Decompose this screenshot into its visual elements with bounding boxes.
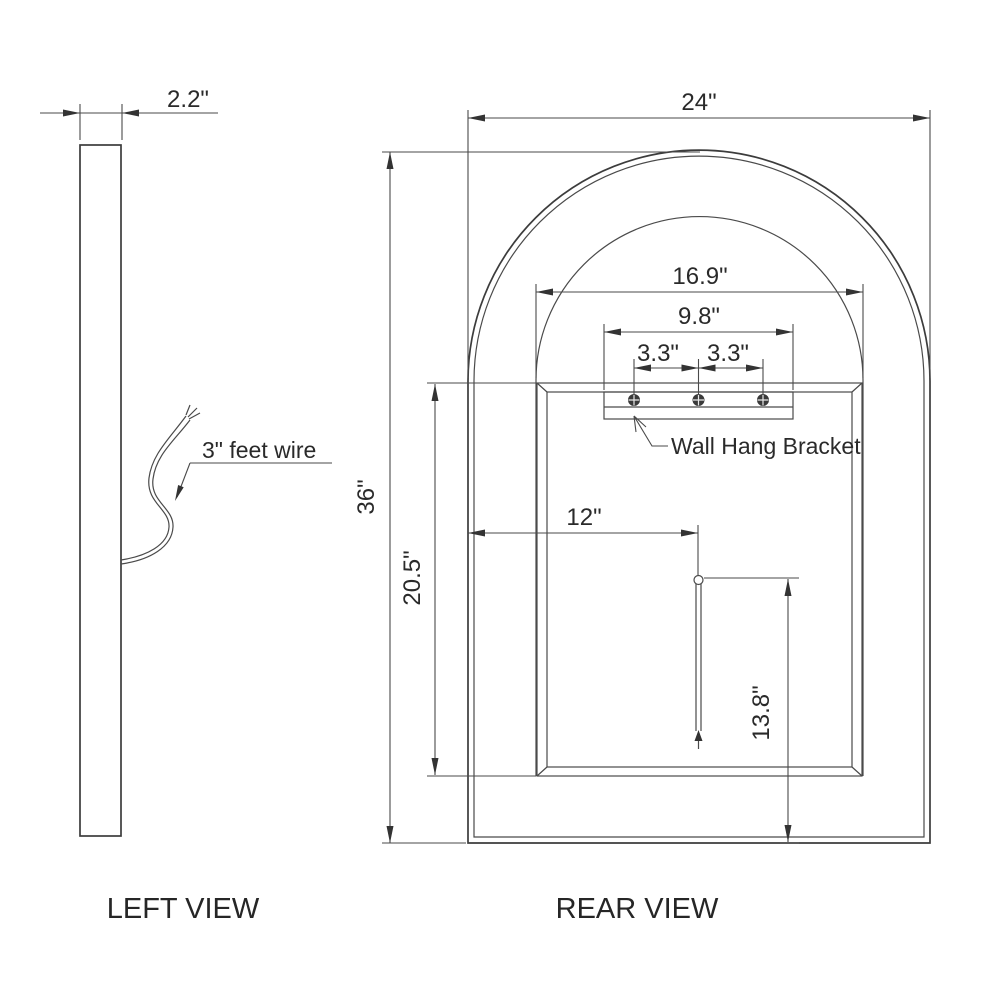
arrowhead-left xyxy=(122,109,139,117)
wire-strand xyxy=(120,419,191,565)
arrowhead-right xyxy=(63,109,80,117)
screw-hole xyxy=(692,394,705,406)
arrowhead-left xyxy=(698,364,716,372)
hanging-wire xyxy=(693,574,704,749)
dim-overall-height: 36" xyxy=(353,151,700,844)
dim-opening-value: 16.9" xyxy=(672,263,727,290)
wire-callout: 3" feet wire xyxy=(175,437,332,501)
mirror-opening-arch xyxy=(535,215,864,776)
wire-fray xyxy=(185,404,201,420)
screw-cross-icon xyxy=(628,394,640,406)
rear-view: Wall Hang Bracket 24" 36" xyxy=(353,89,931,925)
dim-wire-drop: 13.8" xyxy=(704,577,799,844)
leader-open-arrowhead xyxy=(633,415,647,433)
dim-bracket-width: 9.8" xyxy=(603,303,794,390)
dim-opening-width: 16.9" xyxy=(535,263,864,378)
dim-width-value: 24" xyxy=(681,89,716,116)
wall-hang-bracket xyxy=(603,391,794,420)
dim-panel-height: 20.5" xyxy=(399,382,536,777)
dim-thickness-value: 2.2" xyxy=(167,86,209,113)
mirror-side-profile xyxy=(79,144,122,837)
screw-cross-icon xyxy=(757,394,769,406)
leader-arrowhead xyxy=(175,485,184,501)
bracket-callout: Wall Hang Bracket xyxy=(633,415,861,459)
arrowhead-left xyxy=(468,529,485,537)
arrowhead-down xyxy=(386,826,394,843)
screw-hole xyxy=(628,394,640,406)
arrowhead-left xyxy=(536,288,553,296)
bracket-label: Wall Hang Bracket xyxy=(671,433,861,459)
arrowhead-right xyxy=(681,529,698,537)
miter-corners xyxy=(536,382,863,777)
wire-end-tip xyxy=(694,730,703,741)
leader-line xyxy=(633,415,668,447)
dim-panel-value: 20.5" xyxy=(399,550,426,605)
dim-screw-left-value: 3.3" xyxy=(637,340,679,367)
dim-wire-offset-value: 12" xyxy=(566,504,601,531)
frame-inner-edge xyxy=(473,155,925,838)
arrowhead-up xyxy=(386,152,394,169)
arrowhead-right xyxy=(846,288,863,296)
arrowhead-left xyxy=(634,364,651,372)
panel-outer xyxy=(536,382,863,777)
dim-wire-offset: 12" xyxy=(468,504,699,575)
arrowhead-right xyxy=(776,328,793,336)
arrowhead-down xyxy=(431,758,439,775)
dim-thickness: 2.2" xyxy=(40,86,218,140)
dim-wire-drop-value: 13.8" xyxy=(748,685,775,740)
wire-strand xyxy=(120,415,187,561)
arrowhead-right xyxy=(913,114,930,122)
screw-hole xyxy=(757,394,769,406)
rear-view-label: REAR VIEW xyxy=(556,893,719,925)
arrowhead-down xyxy=(784,825,792,842)
wire-top-loop xyxy=(693,574,704,586)
left-view-label: LEFT VIEW xyxy=(107,893,260,925)
arrowhead-left xyxy=(604,328,621,336)
dim-screw-spacing: 3.3" 3.3" xyxy=(633,340,764,395)
screw-cross-icon xyxy=(693,394,704,406)
dim-overall-width: 24" xyxy=(467,89,931,378)
dim-bracket-value: 9.8" xyxy=(678,303,720,330)
opening-arc xyxy=(535,215,864,381)
dim-screw-right-value: 3.3" xyxy=(707,340,749,367)
arrowhead-right xyxy=(681,364,699,372)
arrowhead-up xyxy=(431,384,439,401)
left-view: 2.2" 3" feet wire LEFT VIEW xyxy=(40,86,332,925)
frame-outer-edge xyxy=(467,149,931,844)
arrowhead-up xyxy=(784,579,792,596)
wire-label: 3" feet wire xyxy=(202,437,316,463)
arrowhead-right xyxy=(746,364,763,372)
dim-height-value: 36" xyxy=(353,479,380,514)
arrowhead-left xyxy=(468,114,485,122)
power-wire xyxy=(120,404,201,565)
